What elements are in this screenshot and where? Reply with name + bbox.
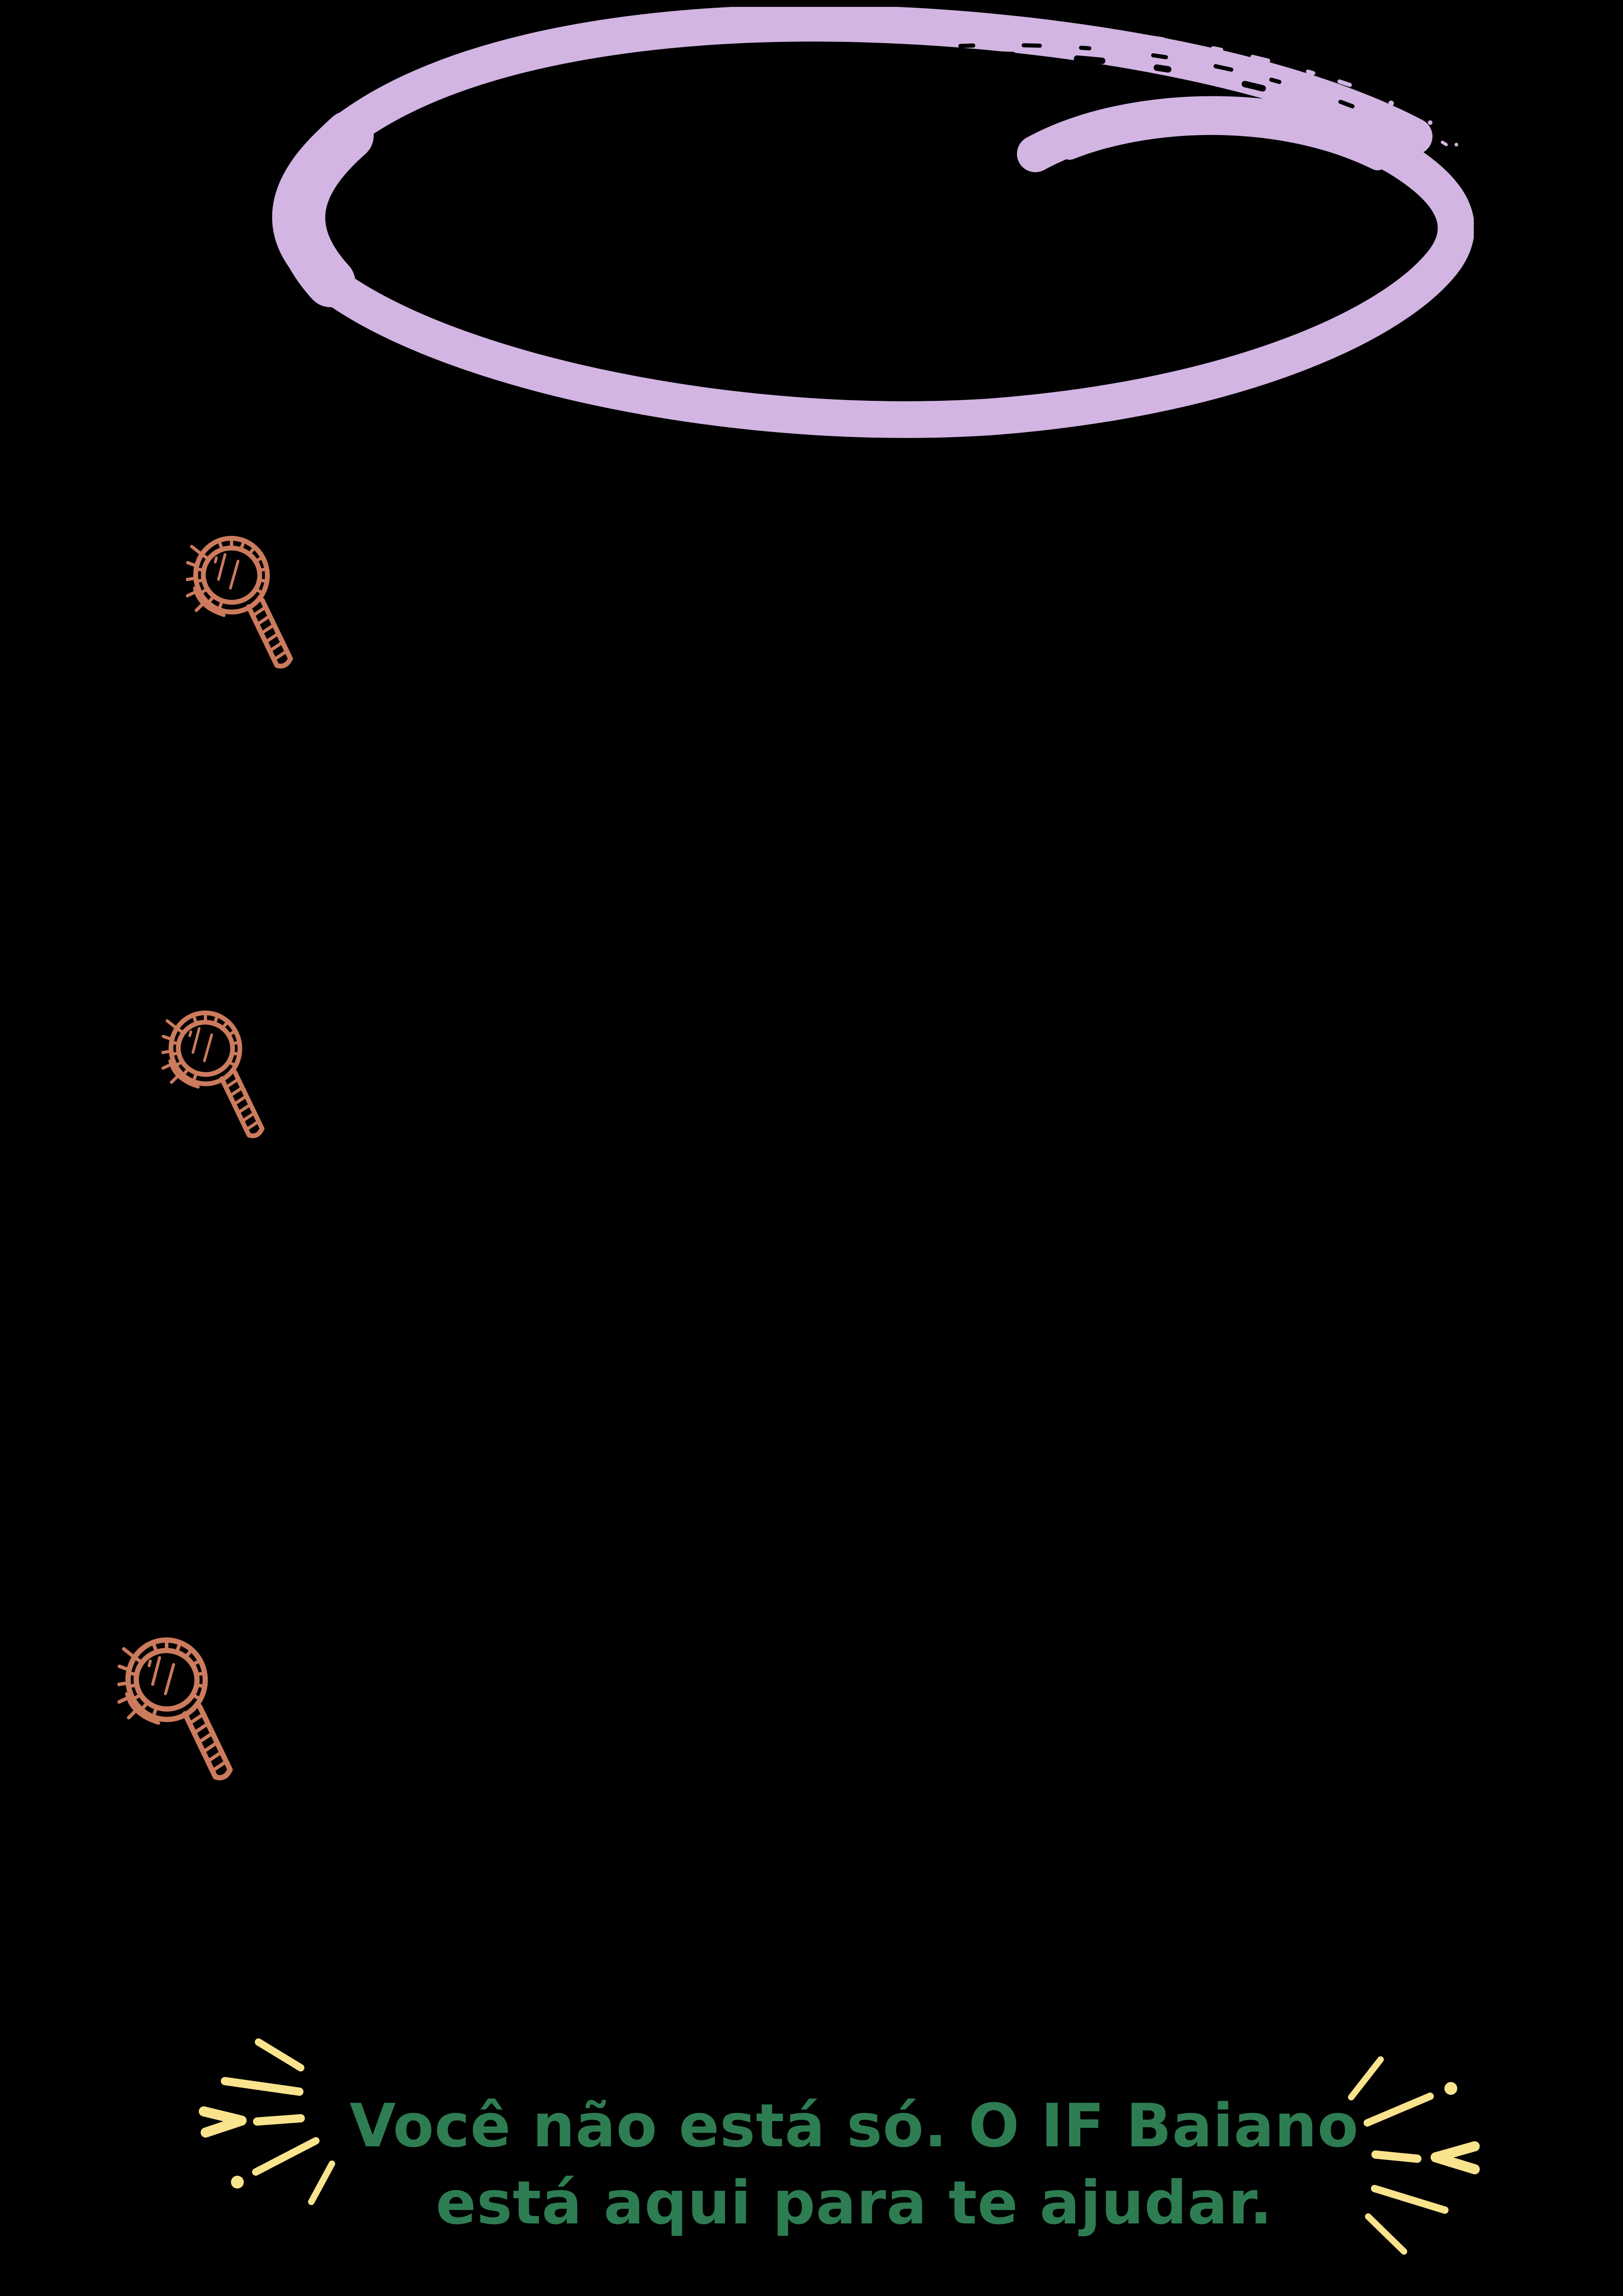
highlight-ellipse <box>272 7 1474 438</box>
magnifier-icon-3 <box>118 1633 246 1791</box>
magnifier-icon-1 <box>186 532 305 678</box>
sparkle-burst-left <box>199 2038 335 2205</box>
footer-message-line1: Você não está só. O IF Baiano <box>349 2091 1359 2161</box>
footer-message: Você não está só. O IF Baiano está aqui … <box>166 2087 1543 2241</box>
magnifier-icon-2 <box>162 1007 276 1148</box>
sparkle-burst-right <box>1348 2056 1480 2255</box>
footer-message-line2: está aqui para te ajudar. <box>436 2168 1273 2238</box>
